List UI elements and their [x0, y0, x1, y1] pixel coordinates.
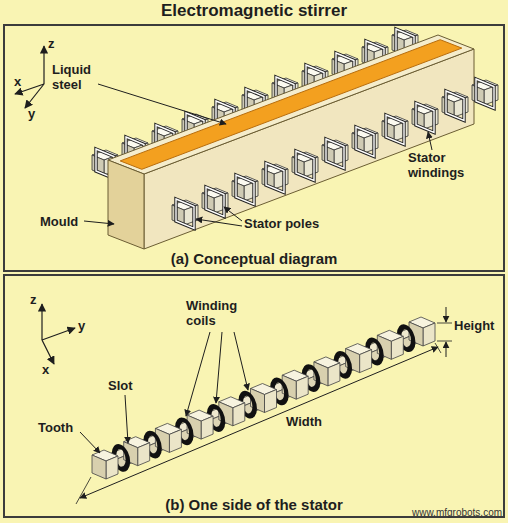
stator-pole	[292, 151, 318, 181]
stator-pole	[202, 187, 228, 217]
leader-line	[196, 219, 242, 226]
stator-tooth	[282, 370, 308, 399]
stator-pole	[322, 139, 348, 169]
axis-label: x	[42, 362, 49, 377]
stator-yoke	[95, 327, 422, 464]
diagram-panel: (b) One side of the stator	[3, 274, 505, 518]
part-label: Tooth	[38, 420, 73, 435]
extension-line	[437, 341, 452, 342]
stator-pole	[92, 149, 118, 179]
leader-line	[125, 395, 128, 443]
stator-tooth	[92, 450, 118, 479]
stator-tooth	[124, 437, 150, 466]
stator-tooth	[251, 384, 277, 413]
leader-line	[186, 332, 210, 416]
winding-coil	[336, 351, 350, 379]
stator-tooth	[187, 410, 213, 439]
axis-label: z	[30, 292, 37, 307]
leader-line	[84, 221, 114, 224]
winding-coil	[399, 324, 413, 352]
part-label: Stator windings	[408, 150, 476, 180]
leader-line	[428, 132, 432, 150]
stator-pole	[242, 89, 268, 119]
dimension-line	[80, 347, 438, 498]
part-label: Slot	[108, 378, 133, 393]
axis-arrow	[25, 84, 44, 108]
stator-pole	[182, 113, 208, 143]
winding-coil	[241, 391, 255, 419]
stator-tooth	[219, 397, 245, 426]
stator-tooth	[409, 317, 435, 346]
leader-line	[224, 207, 242, 221]
part-label: Mould	[40, 214, 78, 229]
winding-coil	[272, 377, 286, 405]
dimension-label: Height	[454, 318, 494, 333]
winding-coil	[209, 404, 223, 432]
watermark: www.mfgrobots.com	[412, 505, 502, 520]
leader-line	[80, 432, 100, 453]
stator-pole	[332, 53, 358, 83]
part-label: Winding coils	[186, 298, 250, 328]
axis-label: y	[28, 106, 35, 121]
stator-tooth	[346, 344, 372, 373]
diagram-panel: (a) Conceptual diagram	[3, 24, 505, 272]
axis-arrow	[41, 304, 42, 340]
stator-tooth	[155, 423, 181, 452]
winding-coil	[146, 431, 160, 459]
axis-label: y	[78, 318, 85, 333]
extension-line	[437, 323, 452, 324]
liquid-steel	[120, 40, 462, 170]
stator-pole	[472, 79, 498, 109]
stator-pole	[352, 127, 378, 157]
stator-pole	[262, 163, 288, 193]
dimension-arrow	[446, 342, 447, 357]
stator-tooth	[314, 357, 340, 386]
part-label: Stator poles	[244, 216, 319, 231]
stator-pole	[392, 29, 418, 59]
mould-end	[108, 160, 144, 249]
winding-coil	[114, 444, 128, 472]
stator-pole	[362, 41, 388, 71]
panel-caption: (a) Conceptual diagram	[5, 250, 503, 268]
axis-label: z	[48, 36, 55, 51]
dimension-arrow	[446, 307, 447, 322]
stator-yoke	[105, 331, 422, 474]
winding-coil	[304, 364, 318, 392]
stator-pole	[442, 91, 468, 121]
part-label: Liquid steel	[52, 62, 100, 92]
mould-side	[144, 49, 474, 249]
diagram-title: Electromagnetic stirrer	[0, 1, 508, 21]
stator-pole	[412, 103, 438, 133]
stator-pole	[302, 65, 328, 95]
axis-arrow	[43, 46, 44, 84]
stator-pole	[272, 77, 298, 107]
winding-coil	[177, 417, 191, 445]
axis-label: x	[14, 74, 21, 89]
stator-pole	[212, 101, 238, 131]
axis-arrow	[42, 340, 54, 364]
axis-arrow	[42, 328, 75, 340]
leader-line	[234, 332, 248, 390]
extension-line	[435, 343, 441, 353]
winding-coil	[368, 337, 382, 365]
leader-line	[216, 332, 222, 403]
dimension-label: Width	[286, 414, 322, 429]
stator-pole	[232, 175, 258, 205]
leader-line	[98, 84, 226, 124]
stator-pole	[172, 199, 198, 229]
stator-pole	[382, 115, 408, 145]
stator-pole	[122, 137, 148, 167]
stator-pole	[152, 125, 178, 155]
stator-tooth	[377, 330, 403, 359]
extension-line	[76, 477, 91, 504]
